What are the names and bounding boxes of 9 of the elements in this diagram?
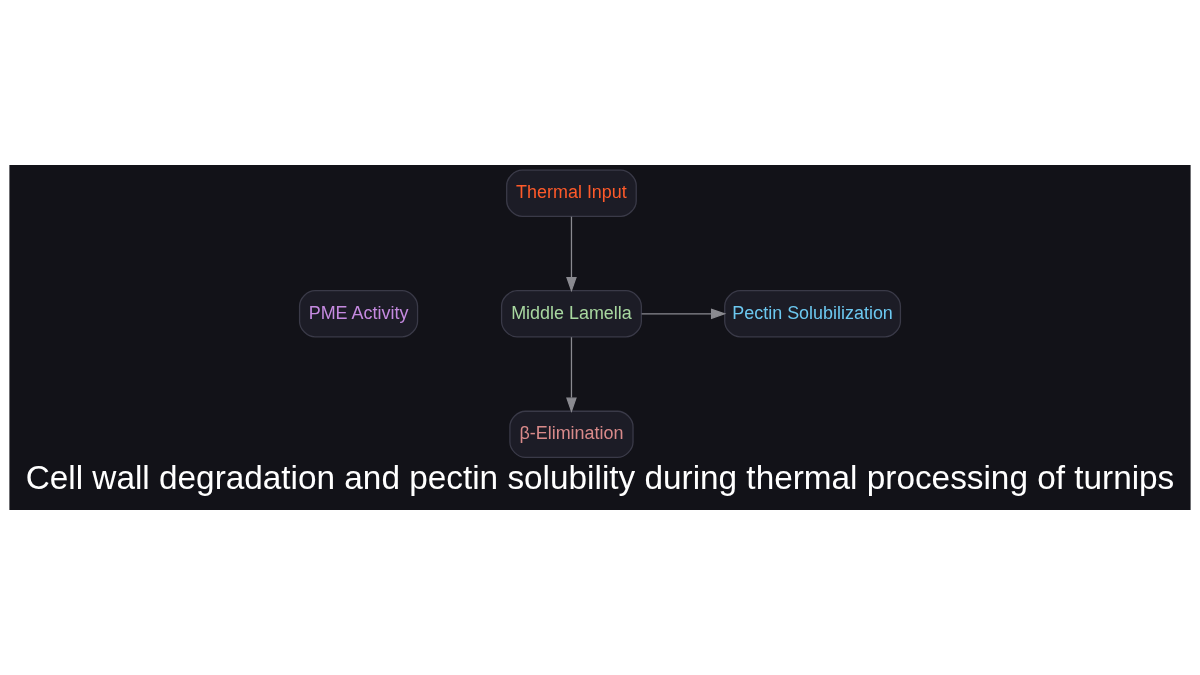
arrow bbox=[566, 336, 577, 413]
node-box: Pectin Solubilization bbox=[724, 290, 902, 338]
arrow bbox=[641, 308, 727, 320]
node-box: PME Activity bbox=[298, 290, 419, 338]
arrow bbox=[566, 216, 577, 293]
node-box: Thermal Input bbox=[506, 169, 637, 217]
node-box: Middle Lamella bbox=[500, 290, 642, 338]
node-box: β-Elimination bbox=[509, 410, 634, 459]
diagram-title: Cell wall degradation and pectin solubility during thermal processing of turnips bbox=[25, 459, 1175, 497]
